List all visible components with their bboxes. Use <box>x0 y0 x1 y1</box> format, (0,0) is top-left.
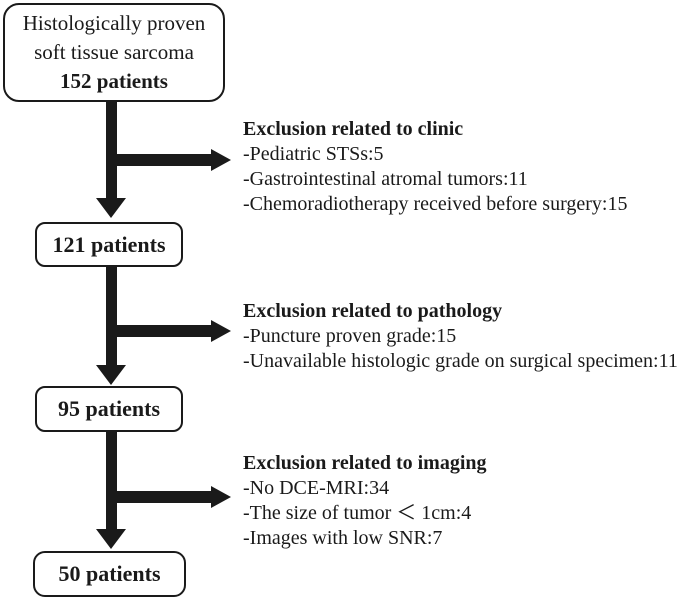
arrow-stem-3 <box>106 430 117 530</box>
exclusion-block-imaging: Exclusion related to imaging -No DCE-MRI… <box>243 451 683 551</box>
exclusion-pathology-item: -Puncture proven grade:15 <box>243 325 457 347</box>
branch-bar-3 <box>111 491 211 503</box>
exclusion-pathology-title: Exclusion related to pathology <box>243 300 503 322</box>
patients-box-50: 50 patients <box>33 551 186 597</box>
arrow-stem-1 <box>106 101 117 200</box>
start-box-line1: Histologically proven <box>22 11 206 35</box>
arrow-down-icon-2 <box>96 365 126 385</box>
arrow-down-icon-1 <box>96 198 126 218</box>
arrow-stem-2 <box>106 265 117 366</box>
exclusion-clinic-item: -Pediatric STSs:5 <box>243 143 384 165</box>
exclusion-imaging-title: Exclusion related to imaging <box>243 452 487 474</box>
exclusion-block-pathology: Exclusion related to pathology -Puncture… <box>243 299 683 374</box>
exclusion-clinic-title: Exclusion related to clinic <box>243 118 464 140</box>
start-box: Histologically proven soft tissue sarcom… <box>3 3 225 102</box>
exclusion-imaging-item: -Images with low SNR:7 <box>243 527 443 549</box>
arrow-down-icon-3 <box>96 529 126 549</box>
branch-bar-2 <box>111 325 211 337</box>
branch-bar-1 <box>111 154 211 166</box>
patients-box-95-label: 95 patients <box>57 396 161 421</box>
exclusion-block-clinic: Exclusion related to clinic -Pediatric S… <box>243 117 683 217</box>
start-box-count: 152 patients <box>60 69 168 93</box>
exclusion-pathology-item: -Unavailable histologic grade on surgica… <box>243 350 678 372</box>
patients-box-121-label: 121 patients <box>52 231 166 257</box>
arrow-right-icon-1 <box>211 149 231 171</box>
patients-box-121: 121 patients <box>35 222 183 267</box>
patients-box-95: 95 patients <box>35 386 183 432</box>
patients-box-50-label: 50 patients <box>58 561 161 586</box>
exclusion-imaging-item: -No DCE-MRI:34 <box>243 477 390 499</box>
exclusion-clinic-item: -Chemoradiotherapy received before surge… <box>243 193 628 215</box>
exclusion-clinic-item: -Gastrointestinal atromal tumors:11 <box>243 168 528 190</box>
start-box-line2: soft tissue sarcoma <box>34 40 194 64</box>
arrow-right-icon-3 <box>211 486 231 508</box>
exclusion-imaging-item: -The size of tumor ＜ 1cm:4 <box>243 502 472 524</box>
arrow-right-icon-2 <box>211 320 231 342</box>
